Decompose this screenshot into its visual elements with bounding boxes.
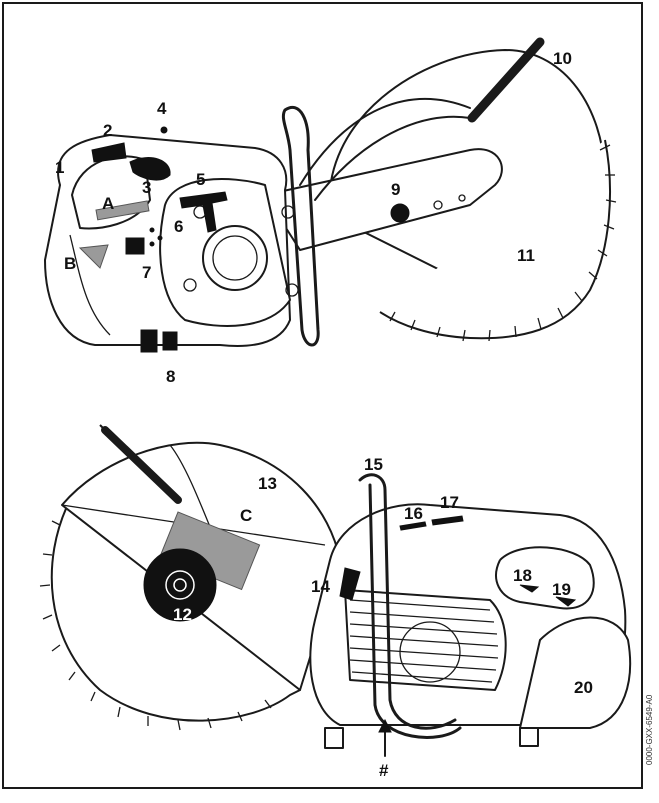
- cutting-arm: [264, 148, 503, 251]
- callout-1: 1: [55, 158, 64, 177]
- callout-7: 7: [142, 263, 151, 282]
- choke-bottom[interactable]: [431, 515, 464, 526]
- callout-6: 6: [174, 217, 183, 236]
- callout-12: 12: [173, 605, 192, 624]
- throttle-trigger-lockout[interactable]: [129, 157, 171, 181]
- callout-2: 2: [103, 121, 112, 140]
- foot-rear: [519, 727, 539, 747]
- warning-label-b: [78, 244, 109, 269]
- callout-10: 10: [553, 49, 572, 68]
- callout-16: 16: [404, 504, 423, 523]
- callout-17: 17: [440, 493, 459, 512]
- air-filter-cover: [519, 616, 632, 729]
- bottom-front-handle[interactable]: [358, 473, 457, 730]
- top-callouts: 1 2 3 4 5 6 7 8 9 10 11 A B: [55, 49, 572, 386]
- letter-b: B: [64, 254, 76, 273]
- starter-grip[interactable]: [179, 191, 228, 233]
- callout-14: 14: [311, 577, 330, 596]
- decompression-valve[interactable]: [160, 126, 168, 134]
- callout-3: 3: [142, 178, 151, 197]
- top-front-handle[interactable]: [281, 106, 320, 347]
- bottom-rear-handle[interactable]: [495, 546, 595, 610]
- throttle-lockout[interactable]: [555, 596, 577, 607]
- decomp-valve-bottom[interactable]: [399, 521, 427, 531]
- callout-15: 15: [364, 455, 383, 474]
- bottom-guard-handle[interactable]: [101, 426, 182, 504]
- callout-4: 4: [157, 99, 167, 118]
- top-blade-segments: [389, 144, 617, 342]
- foot-front: [324, 727, 344, 749]
- choke-knob[interactable]: [91, 142, 127, 163]
- warning-label-a: [95, 200, 150, 221]
- top-saw-view: [44, 37, 617, 353]
- callout-5: 5: [196, 170, 205, 189]
- fuel-tank-cap[interactable]: [140, 329, 158, 353]
- hash-label: #: [379, 761, 389, 780]
- top-cutting-blade: [379, 139, 611, 340]
- letter-a: A: [102, 194, 114, 213]
- bottom-callouts: 12 13 14 15 16 17 18 19 20 C #: [173, 455, 593, 780]
- bottom-saw-view: [39, 424, 632, 757]
- figure-frame: [2, 2, 643, 789]
- blade-nut: [390, 203, 410, 223]
- letter-c: C: [240, 506, 252, 525]
- throttle-trigger[interactable]: [519, 584, 540, 593]
- callout-11: 11: [517, 246, 535, 265]
- callout-9: 9: [391, 180, 400, 199]
- callout-19: 19: [552, 580, 571, 599]
- bottom-blade-segments: [39, 520, 272, 731]
- blade-flange: [143, 548, 217, 622]
- chain-tension-indicator: [339, 567, 361, 601]
- guard-adjust-handle[interactable]: [467, 37, 545, 123]
- callout-20: 20: [574, 678, 593, 697]
- callout-13: 13: [258, 474, 277, 493]
- image-code: 0000-GXX-6549-A0: [645, 694, 654, 765]
- callout-8: 8: [166, 367, 175, 386]
- callout-18: 18: [513, 566, 532, 585]
- stop-switch[interactable]: [125, 237, 145, 255]
